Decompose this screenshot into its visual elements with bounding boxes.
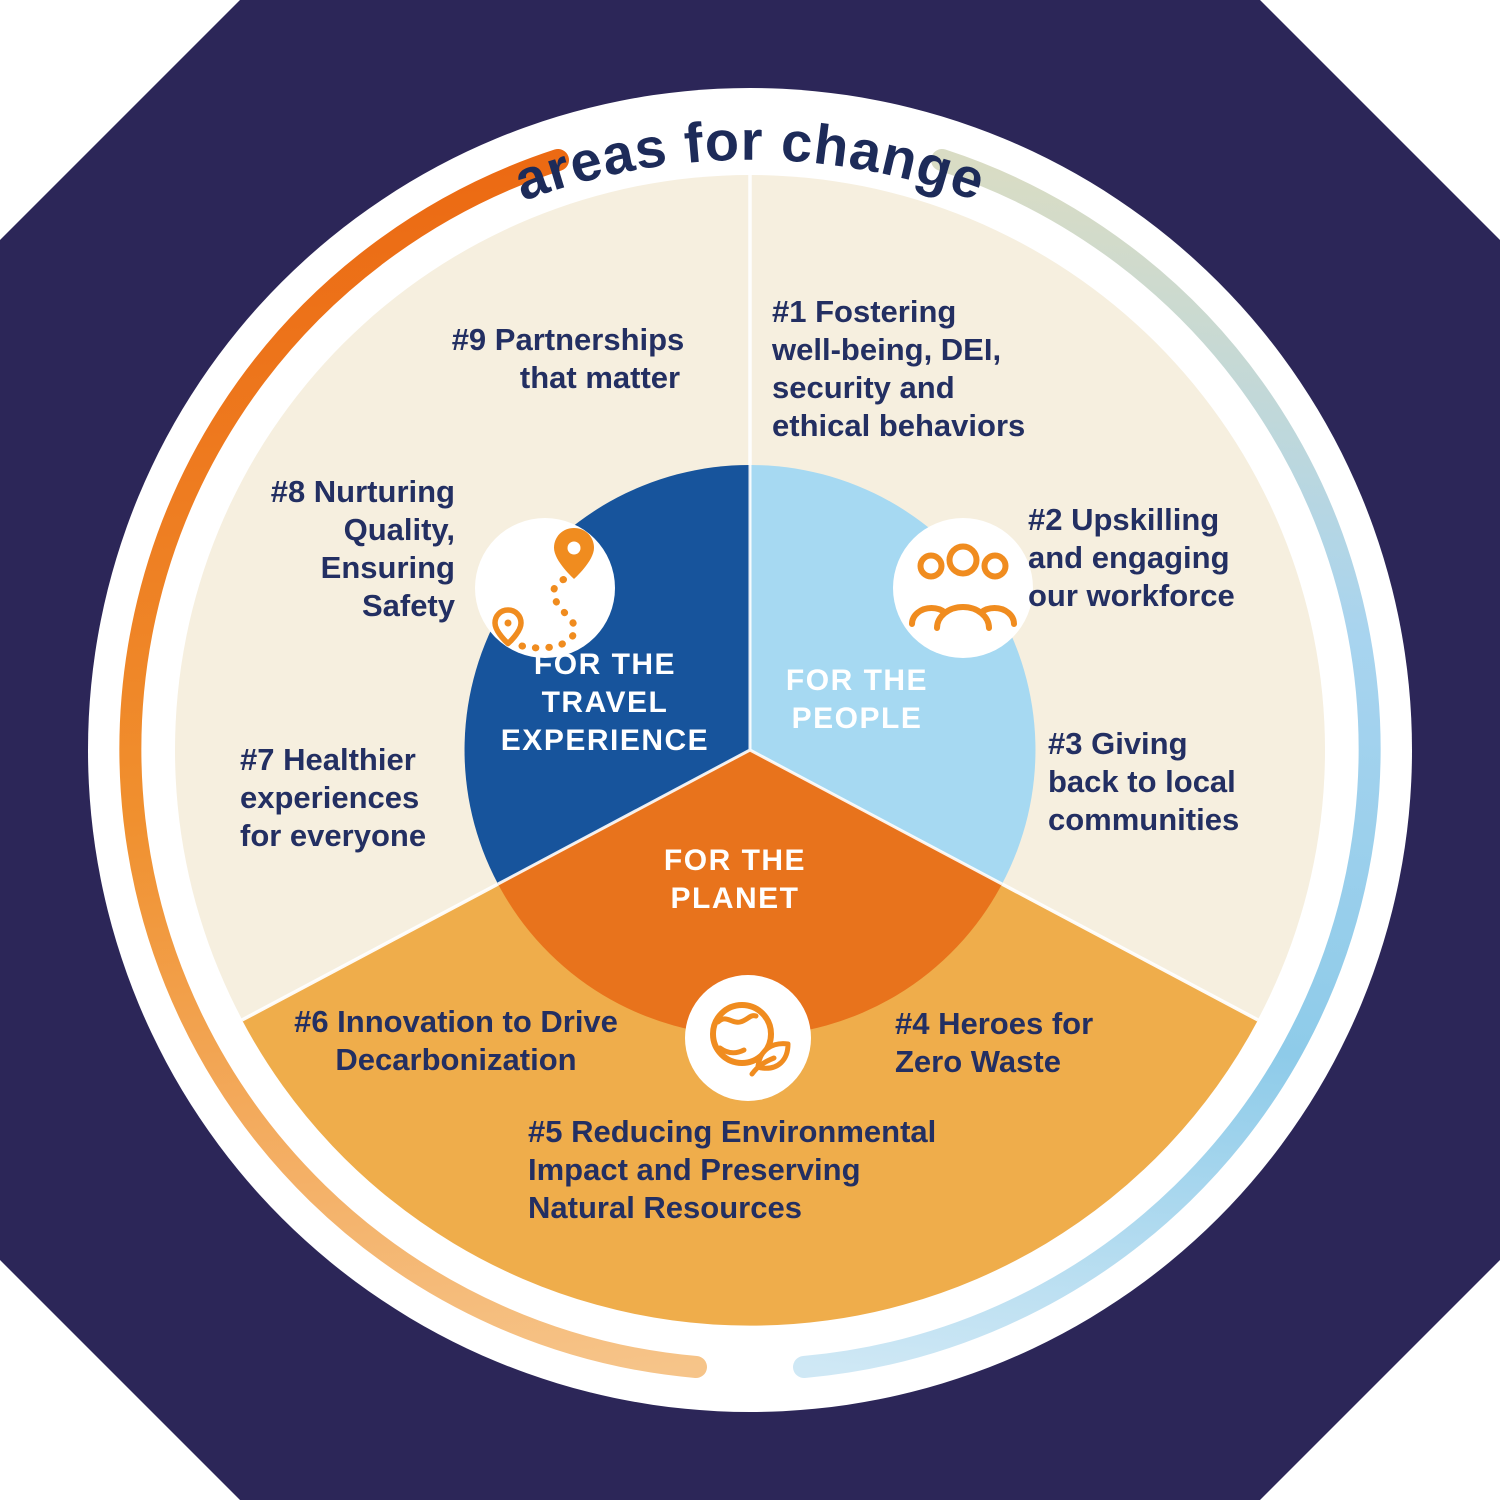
area-label-7: #7 Healthier experiences for everyone [240, 742, 426, 853]
area-3-line: back to local [1048, 764, 1236, 799]
area-label-5: #5 Reducing Environmental Impact and Pre… [528, 1114, 936, 1225]
area-8-line: Quality, [344, 512, 455, 547]
area-6-line: #6 Innovation to Drive [294, 1004, 618, 1039]
outer-seam-lines [241, 175, 1259, 1022]
segment-planet-label: FOR THE PLANET [664, 844, 806, 915]
segment-planet-line: PLANET [671, 882, 800, 915]
area-5-line: Impact and Preserving [528, 1152, 861, 1187]
area-1-line: #1 Fostering [772, 294, 956, 329]
segment-planet-line: FOR THE [664, 844, 806, 877]
area-3-line: #3 Giving [1048, 726, 1188, 761]
area-8-line: Ensuring [321, 550, 455, 585]
area-9-line: that matter [520, 360, 680, 395]
area-label-4: #4 Heroes for Zero Waste [895, 1006, 1093, 1079]
area-6-line: Decarbonization [335, 1042, 576, 1077]
area-label-3: #3 Giving back to local communities [1048, 726, 1239, 837]
area-2-line: #2 Upskilling [1028, 502, 1219, 537]
segment-travel-line: FOR THE [534, 648, 676, 681]
area-label-6: #6 Innovation to Drive Decarbonization [294, 1004, 618, 1077]
area-label-8: #8 Nurturing Quality, Ensuring Safety [271, 474, 456, 623]
area-label-2: #2 Upskilling and engaging our workforce [1028, 502, 1235, 613]
area-5-line: Natural Resources [528, 1190, 802, 1225]
segment-people-label: FOR THE PEOPLE [786, 664, 928, 735]
segment-people-line: PEOPLE [792, 702, 923, 735]
area-7-line: experiences [240, 780, 419, 815]
segment-travel-line: EXPERIENCE [501, 724, 709, 757]
area-5-line: #5 Reducing Environmental [528, 1114, 936, 1149]
area-label-9: #9 Partnerships that matter [452, 322, 685, 395]
area-2-line: our workforce [1028, 578, 1235, 613]
people-group-icon [893, 518, 1033, 658]
outer-ring-arc-right [793, 149, 1381, 1378]
segment-travel-label: FOR THE TRAVEL EXPERIENCE [501, 648, 709, 757]
area-7-line: #7 Healthier [240, 742, 416, 777]
area-1-line: ethical behaviors [772, 408, 1025, 443]
area-1-line: security and [772, 370, 955, 405]
segment-travel-line: TRAVEL [542, 686, 669, 719]
area-4-line: #4 Heroes for [895, 1006, 1093, 1041]
area-3-line: communities [1048, 802, 1239, 837]
inner-seam-lines [497, 465, 1003, 886]
globe-leaf-icon [685, 975, 811, 1101]
area-1-line: well-being, DEI, [771, 332, 1001, 367]
segment-people-line: FOR THE [786, 664, 928, 697]
area-7-line: for everyone [240, 818, 426, 853]
segment-planet-wedge [498, 750, 1002, 1036]
area-4-line: Zero Waste [895, 1044, 1061, 1079]
area-9-line: #9 Partnerships [452, 322, 685, 357]
area-8-line: Safety [362, 588, 456, 623]
outer-ring-arc-left [119, 149, 707, 1378]
route-pins-icon [475, 518, 615, 658]
area-label-1: #1 Fostering well-being, DEI, security a… [771, 294, 1025, 443]
area-8-line: #8 Nurturing [271, 474, 455, 509]
area-2-line: and engaging [1028, 540, 1230, 575]
